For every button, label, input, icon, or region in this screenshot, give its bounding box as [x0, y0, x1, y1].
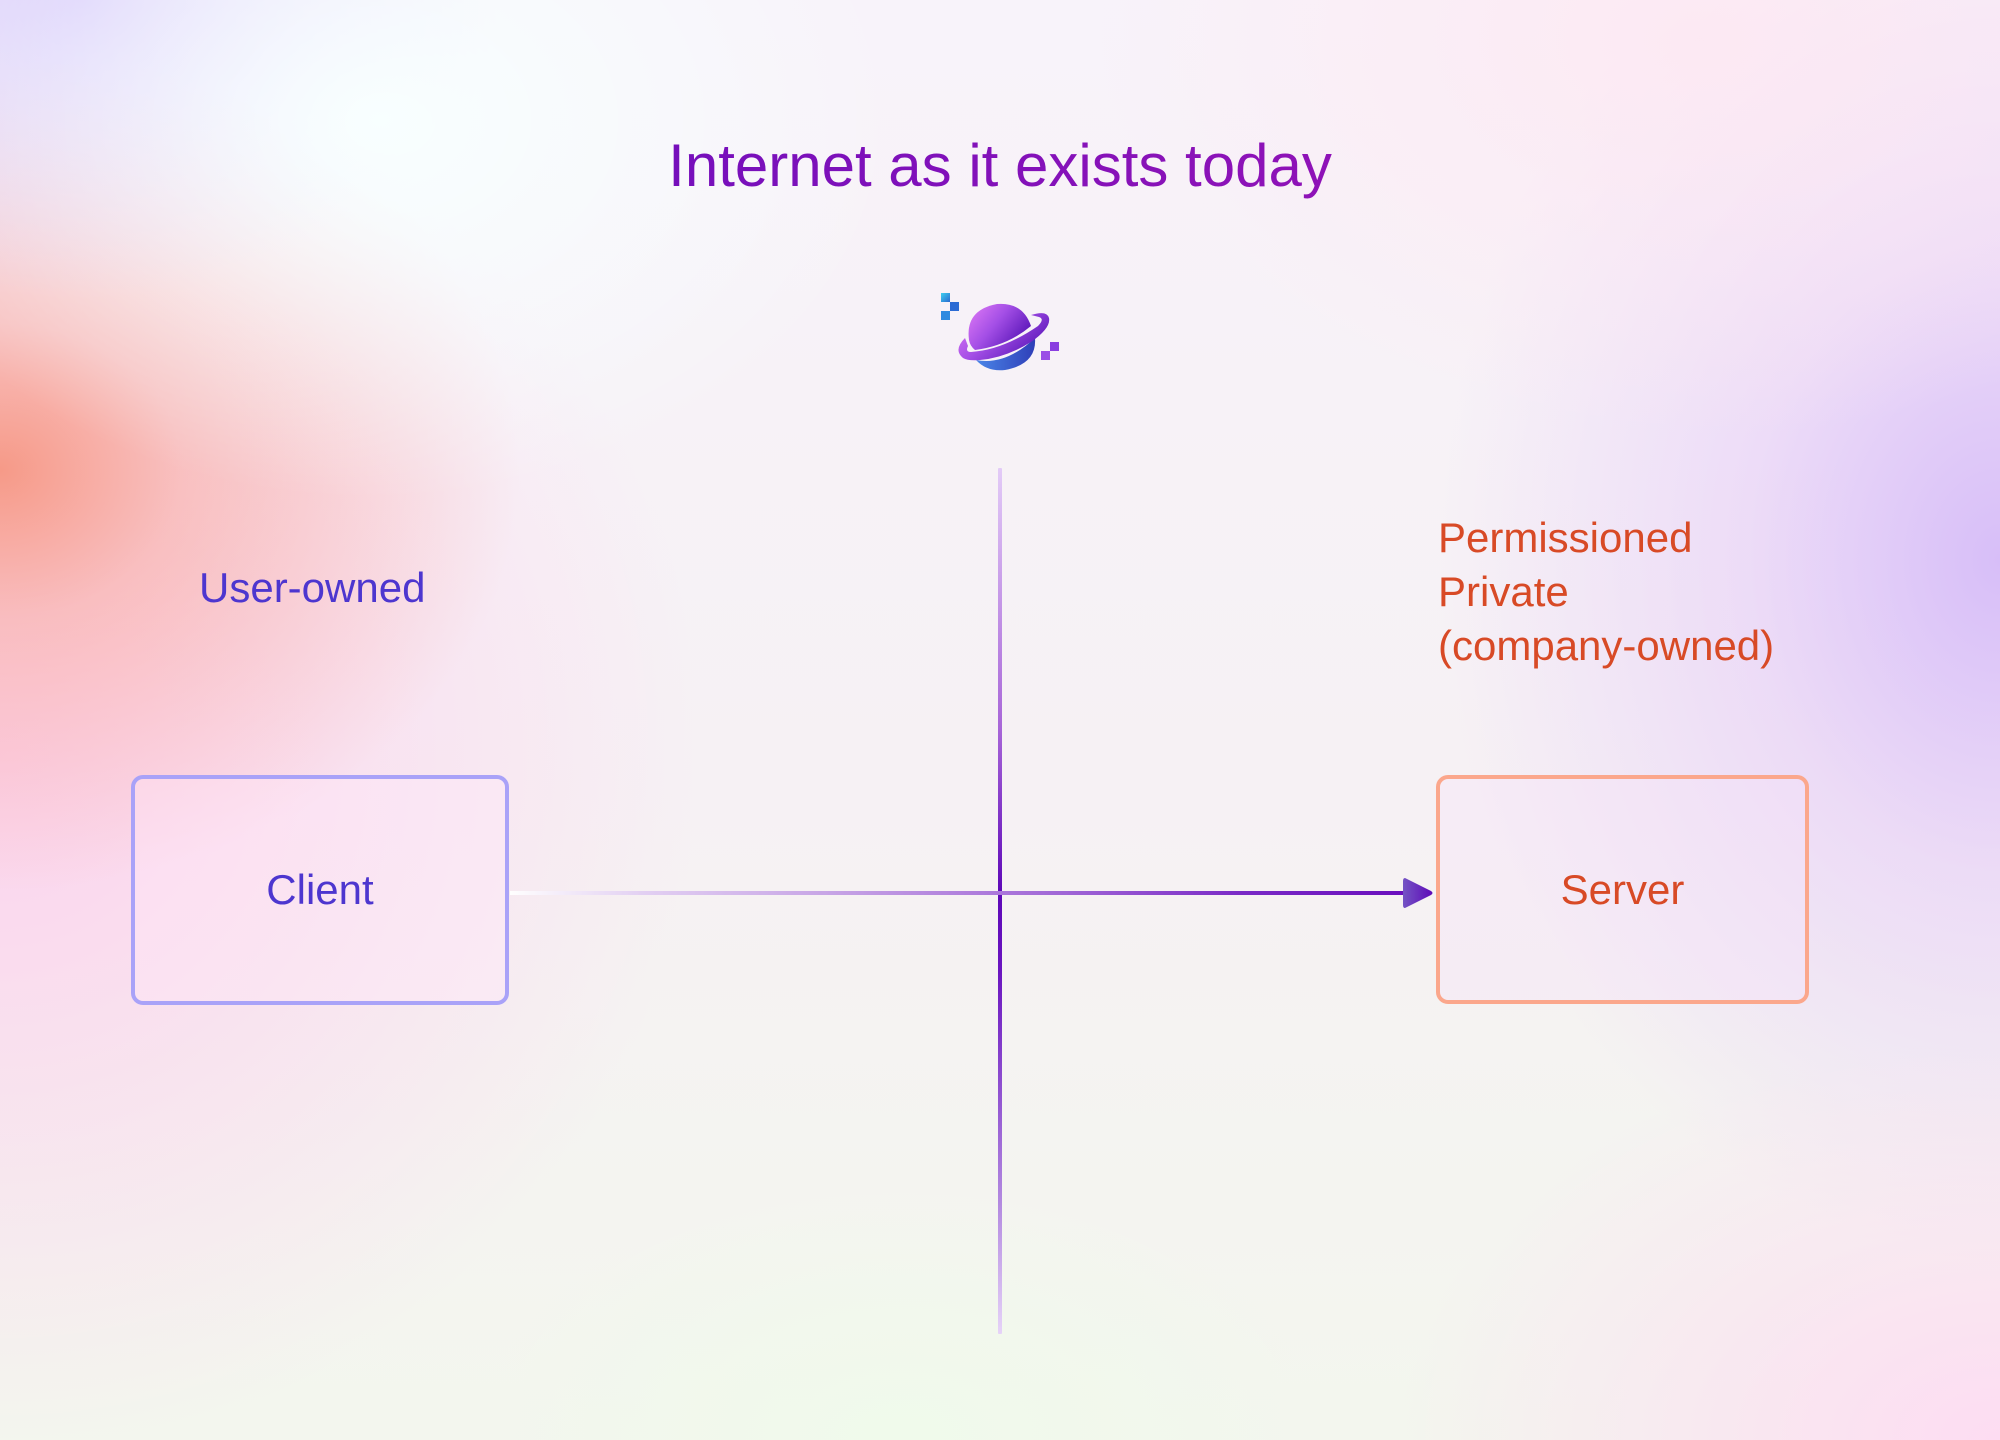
private-label: Private [1438, 568, 1569, 615]
company-owned-label: (company-owned) [1438, 622, 1775, 669]
arrowhead-icon [1403, 878, 1433, 908]
permissioned-label: Permissioned [1438, 514, 1693, 561]
planet-logo-icon [941, 293, 1059, 371]
vertical-divider-line [998, 468, 1002, 1334]
server-ownership-label: Permissioned Private (company-owned) [1438, 511, 1774, 673]
server-node: Server [1436, 775, 1809, 1004]
diagram-title: Internet as it exists today [0, 128, 2000, 204]
server-node-label: Server [1560, 865, 1685, 913]
user-owned-label: User-owned [199, 564, 426, 611]
client-to-server-connector [510, 891, 1405, 895]
client-node-label: Client [266, 866, 374, 913]
client-node: Client [131, 775, 509, 1005]
